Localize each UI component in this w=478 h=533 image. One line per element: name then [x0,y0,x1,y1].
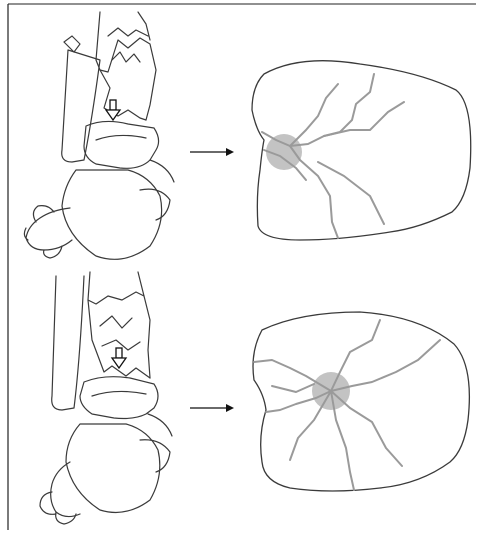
fibula-top [62,50,100,162]
plafond-diagram-top [252,61,471,240]
plafond-outline-bottom [253,312,469,491]
ankle-sketch-top [24,12,174,259]
tibia-bottom [88,272,144,304]
right-arrow-icon [190,404,234,412]
fibula-bottom [52,276,84,410]
panel-top [24,12,470,259]
plafond-diagram-bottom [253,312,469,491]
toes-bottom [51,462,80,517]
panel-bottom [40,272,469,524]
ankle-sketch-bottom [40,272,172,524]
talus-bottom [80,377,158,419]
talus-top [84,121,159,168]
calcaneus-top [62,170,162,259]
bone-fragment-top [64,36,80,52]
down-arrow-icon [112,348,126,368]
right-arrow-icon [190,148,234,156]
down-arrow-icon [106,100,120,120]
calcaneus-bottom [66,424,160,512]
